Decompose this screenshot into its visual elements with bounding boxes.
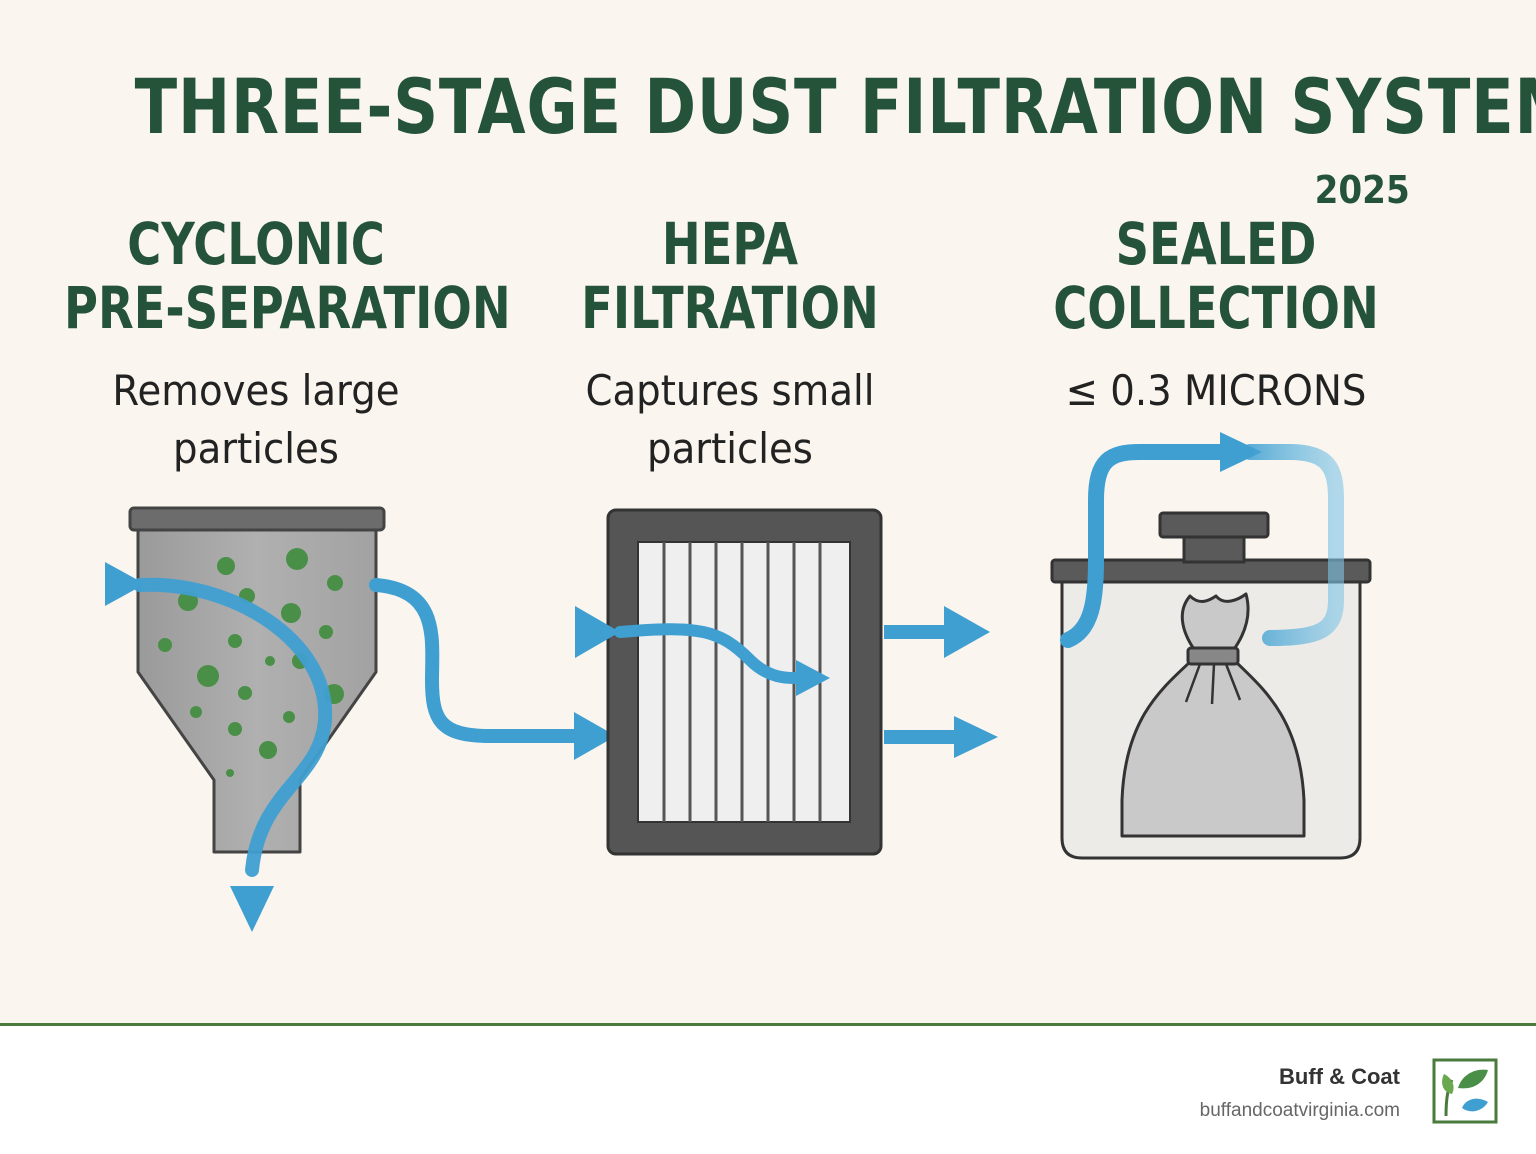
- brand-url[interactable]: buffandcoatvirginia.com: [1199, 1100, 1400, 1121]
- stage-title: HEPA FILTRATION: [538, 212, 922, 340]
- airflow-arrow: [1060, 432, 1344, 648]
- page-title: THREE-STAGE DUST FILTRATION SYSTEM: [134, 62, 1536, 151]
- stage-hepa: HEPA FILTRATION Captures small particles: [490, 212, 970, 478]
- airflow-arrow: [884, 716, 998, 758]
- stage-title: SEALED COLLECTION: [1024, 212, 1408, 340]
- airflow-arrow: [369, 578, 616, 760]
- stage-title-line: HEPA: [661, 210, 799, 278]
- year-label: 2025: [1314, 168, 1410, 212]
- footer: [0, 1026, 1536, 1154]
- stage-desc-line: particles: [647, 424, 813, 473]
- footer-divider: [0, 1023, 1536, 1026]
- stage-description: Captures small particles: [509, 362, 951, 478]
- airflow-arrow: [510, 606, 830, 696]
- dust-bag-icon: [1120, 592, 1306, 838]
- stage-title-line: SEALED: [1115, 210, 1317, 278]
- stage-desc-line: particles: [173, 424, 339, 473]
- stage-title-line: FILTRATION: [581, 274, 879, 342]
- airflow-arrow: [40, 562, 333, 932]
- hepa-filter-icon: [606, 508, 883, 856]
- airflow-arrow: [884, 606, 990, 658]
- stage-title-line: PRE-SEPARATION: [64, 274, 511, 342]
- stage-description: Removes large particles: [35, 362, 477, 478]
- cyclone-separator-icon: [128, 506, 386, 854]
- stage-desc-line: Removes large: [112, 366, 400, 415]
- stage-description: ≤ 0.3 MICRONS: [995, 362, 1437, 420]
- filtration-diagram: [40, 432, 1372, 932]
- brand-name: Buff & Coat: [1279, 1064, 1400, 1089]
- stage-title-line: COLLECTION: [1053, 274, 1379, 342]
- leaf-logo-icon: [1432, 1058, 1498, 1124]
- stage-cyclonic: CYCLONIC PRE-SEPARATION Removes large pa…: [16, 210, 511, 478]
- stage-desc-line: ≤ 0.3 MICRONS: [1065, 366, 1367, 415]
- stage-title: CYCLONIC PRE-SEPARATION: [64, 210, 511, 342]
- stage-title-line: CYCLONIC: [127, 210, 385, 278]
- stage-desc-line: Captures small: [585, 366, 875, 415]
- stage-sealed: SEALED COLLECTION ≤ 0.3 MICRONS: [976, 212, 1456, 420]
